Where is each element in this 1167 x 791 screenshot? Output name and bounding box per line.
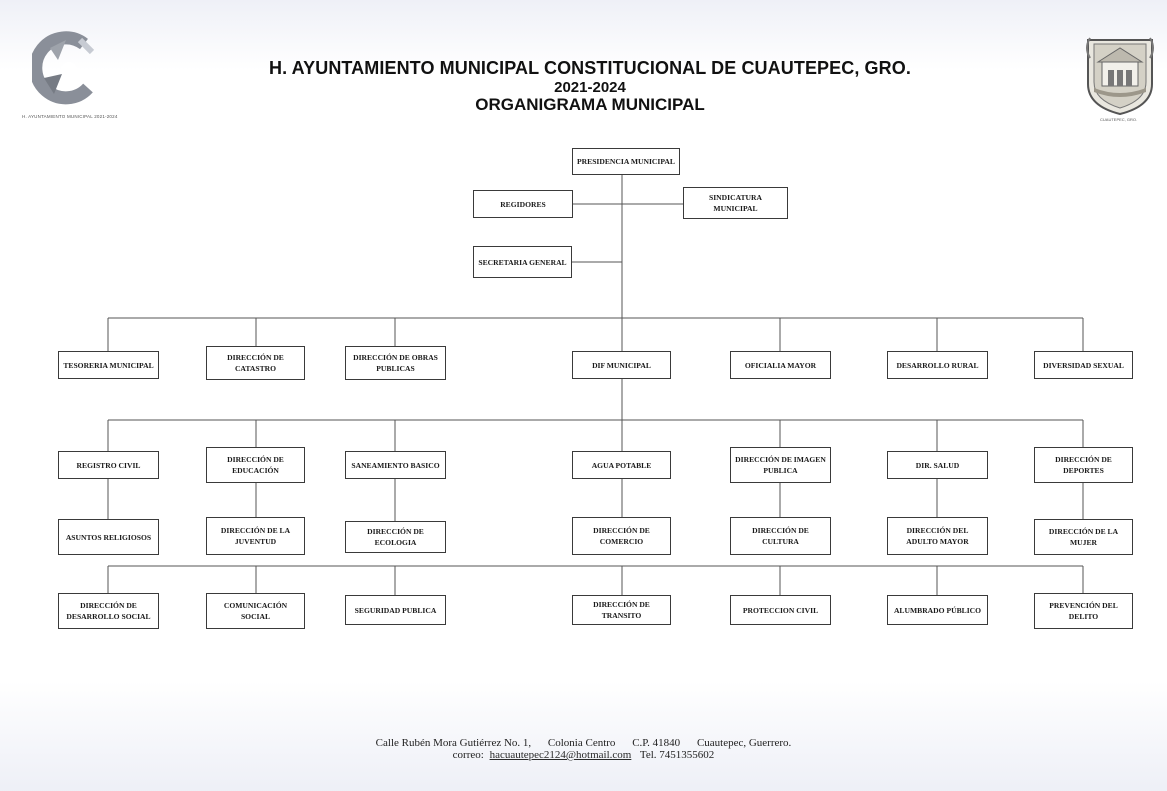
box-presidencia: PRESIDENCIA MUNICIPAL xyxy=(572,148,680,175)
municipal-logo: H. AYUNTAMIENTO MUNICIPAL 2021-2024 xyxy=(22,30,130,122)
title-line-1: H. AYUNTAMIENTO MUNICIPAL CONSTITUCIONAL… xyxy=(269,58,911,78)
box-proteccion-civil: PROTECCION CIVIL xyxy=(730,595,831,625)
footer-address: Calle Rubén Mora Gutiérrez No. 1, xyxy=(375,737,532,749)
footer-contact-line: correo: hacuautepec2124@hotmail.com Tel.… xyxy=(0,749,1167,761)
box-salud: DIR. SALUD xyxy=(887,451,988,479)
footer-cp: C.P. 41840 xyxy=(632,737,681,749)
box-desarrollo-social: DIRECCIÓN DE DESARROLLO SOCIAL xyxy=(58,593,159,629)
box-asuntos-religiosos: ASUNTOS RELIGIOSOS xyxy=(58,519,159,555)
title-line-3: ORGANIGRAMA MUNICIPAL xyxy=(475,95,705,114)
footer-address-line: Calle Rubén Mora Gutiérrez No. 1, Coloni… xyxy=(0,737,1167,749)
box-seguridad-publica: SEGURIDAD PUBLICA xyxy=(345,595,446,625)
title-line-2: 2021-2024 xyxy=(554,79,626,96)
logo-caption: H. AYUNTAMIENTO MUNICIPAL 2021-2024 xyxy=(22,114,118,119)
box-catastro: DIRECCIÓN DE CATASTRO xyxy=(206,346,305,380)
footer-correo-label: correo: xyxy=(452,749,484,761)
box-desarrollo-rural: DESARROLLO RURAL xyxy=(887,351,988,379)
box-educacion: DIRECCIÓN DE EDUCACIÓN xyxy=(206,447,305,483)
box-mujer: DIRECCIÓN DE LA MUJER xyxy=(1034,519,1133,555)
box-dif: DIF MUNICIPAL xyxy=(572,351,671,379)
box-saneamiento: SANEAMIENTO BASICO xyxy=(345,451,446,479)
box-tesoreria: TESORERIA MUNICIPAL xyxy=(58,351,159,379)
box-regidores: REGIDORES xyxy=(473,190,573,218)
box-juventud: DIRECCIÓN DE LA JUVENTUD xyxy=(206,517,305,555)
box-comercio: DIRECCIÓN DE COMERCIO xyxy=(572,517,671,555)
box-registro-civil: REGISTRO CIVIL xyxy=(58,451,159,479)
box-alumbrado-publico: ALUMBRADO PÚBLICO xyxy=(887,595,988,625)
box-imagen-publica: DIRECCIÓN DE IMAGEN PUBLICA xyxy=(730,447,831,483)
box-obras-publicas: DIRECCIÓN DE OBRAS PUBLICAS xyxy=(345,346,446,380)
box-oficialia-mayor: OFICIALIA MAYOR xyxy=(730,351,831,379)
box-comunicacion-social: COMUNICACIÓN SOCIAL xyxy=(206,593,305,629)
box-diversidad-sexual: DIVERSIDAD SEXUAL xyxy=(1034,351,1133,379)
box-adulto-mayor: DIRECCIÓN DEL ADULTO MAYOR xyxy=(887,517,988,555)
box-sindicatura: SINDICATURA MUNICIPAL xyxy=(683,187,788,219)
coat-of-arms: CUAUTEPEC, GRO. xyxy=(1080,28,1160,128)
footer-colonia: Colonia Centro xyxy=(547,737,616,749)
footer-tel: Tel. 7451355602 xyxy=(639,749,715,761)
coat-caption: CUAUTEPEC, GRO. xyxy=(1100,117,1138,122)
box-deportes: DIRECCIÓN DE DEPORTES xyxy=(1034,447,1133,483)
box-transito: DIRECCIÓN DE TRANSITO xyxy=(572,595,671,625)
box-cultura: DIRECCIÓN DE CULTURA xyxy=(730,517,831,555)
box-secretaria: SECRETARIA GENERAL xyxy=(473,246,572,278)
footer-city: Cuautepec, Guerrero. xyxy=(696,737,792,749)
box-ecologia: DIRECCIÓN DE ECOLOGIA xyxy=(345,521,446,553)
box-prevencion-delito: PREVENCIÓN DEL DELITO xyxy=(1034,593,1133,629)
box-agua-potable: AGUA POTABLE xyxy=(572,451,671,479)
footer-email-link[interactable]: hacuautepec2124@hotmail.com xyxy=(489,749,632,761)
